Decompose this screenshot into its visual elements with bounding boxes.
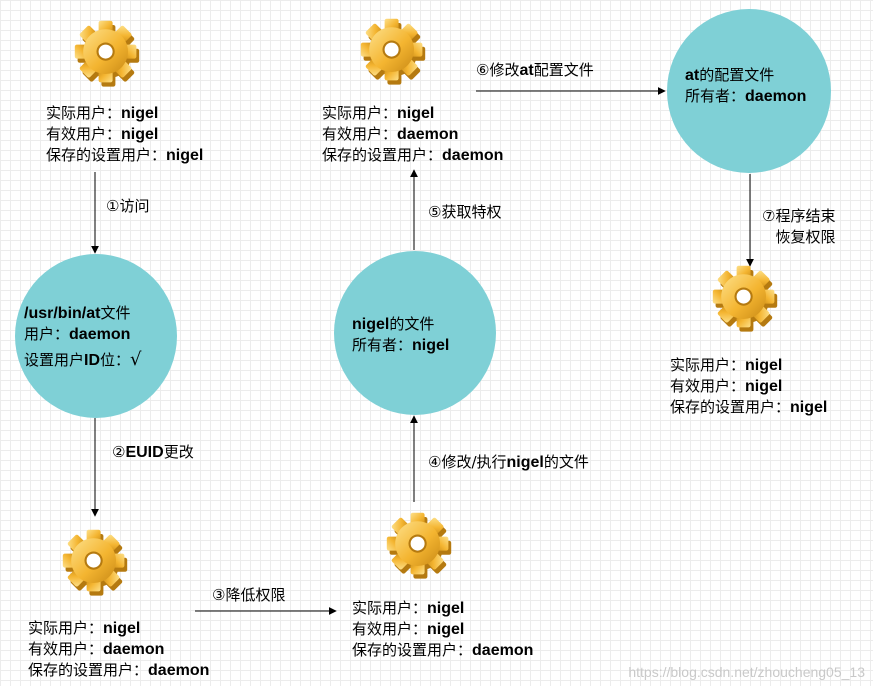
- process-info-1: 实际用户：nigel 有效用户：nigel 保存的设置用户：nigel: [46, 103, 203, 166]
- process-value: nigel: [427, 600, 465, 617]
- file-label: 所有者：: [352, 336, 413, 354]
- process-value: daemon: [397, 126, 459, 143]
- file-label: 所有者：: [685, 87, 746, 105]
- file-owner: daemon: [69, 326, 131, 343]
- process-label: 实际用户：: [46, 104, 122, 122]
- process-label: 保存的设置用户：: [28, 661, 149, 679]
- process-label: 有效用户：: [670, 377, 746, 395]
- process-label: 保存的设置用户：: [46, 146, 167, 164]
- step-label-3: ③降低权限: [212, 586, 286, 604]
- file-path: /usr/bin/at: [24, 305, 101, 322]
- process-value: daemon: [442, 147, 504, 164]
- process-label: 保存的设置用户：: [322, 146, 443, 164]
- file-owner: nigel: [412, 337, 450, 354]
- file-owner: nigel: [352, 316, 390, 333]
- step-label-4: ④修改/执行nigel的文件: [428, 453, 589, 471]
- process-value: nigel: [790, 399, 828, 416]
- process-value: nigel: [745, 378, 783, 395]
- process-info-5: 实际用户：nigel 有效用户：nigel 保存的设置用户：nigel: [670, 355, 827, 418]
- file-circle-at-binary: [15, 254, 177, 418]
- process-label: 保存的设置用户：: [670, 398, 791, 416]
- watermark: https://blog.csdn.net/zhoucheng05_13: [628, 664, 865, 680]
- process-value: nigel: [121, 126, 159, 143]
- process-label: 有效用户：: [352, 620, 428, 638]
- process-value: nigel: [427, 621, 465, 638]
- process-value: daemon: [472, 642, 534, 659]
- gear-icon: [386, 512, 452, 579]
- file-label: 文件: [100, 304, 131, 322]
- check-mark-icon: √: [130, 349, 142, 370]
- step-label-2: ②EUID更改: [112, 443, 194, 461]
- process-label: 有效用户：: [46, 125, 122, 143]
- step-label-6: ⑥修改at配置文件: [476, 61, 594, 79]
- process-info-4: 实际用户：nigel 有效用户：daemon 保存的设置用户：daemon: [322, 103, 503, 166]
- process-value: nigel: [103, 620, 141, 637]
- gear-icon: [74, 20, 140, 87]
- file-label: 设置用户: [24, 351, 85, 369]
- file-info-at-config: at的配置文件 所有者：daemon: [685, 65, 806, 107]
- step-label-1: ①访问: [106, 197, 150, 215]
- step-label-7: ⑦程序结束 恢复权限: [762, 207, 836, 246]
- process-label: 实际用户：: [670, 356, 746, 374]
- process-value: nigel: [397, 105, 435, 122]
- gear-icon: [360, 18, 426, 85]
- gear-icon: [62, 529, 128, 596]
- file-label: 的文件: [389, 315, 435, 333]
- process-info-3: 实际用户：nigel 有效用户：nigel 保存的设置用户：daemon: [352, 598, 533, 661]
- step-label-5: ⑤获取特权: [428, 203, 502, 221]
- file-name: at: [685, 67, 700, 84]
- process-value: nigel: [121, 105, 159, 122]
- file-info-at-binary: /usr/bin/at文件 用户：daemon 设置用户ID位：√: [24, 303, 142, 371]
- process-label: 保存的设置用户：: [352, 641, 473, 659]
- process-value: daemon: [148, 662, 210, 679]
- process-value: daemon: [103, 641, 165, 658]
- process-label: 实际用户：: [352, 599, 428, 617]
- file-label-bold: ID: [84, 352, 101, 369]
- process-label: 实际用户：: [28, 619, 104, 637]
- file-info-nigel: nigel的文件 所有者：nigel: [352, 314, 449, 356]
- process-value: nigel: [166, 147, 204, 164]
- process-label: 有效用户：: [28, 640, 104, 658]
- process-label: 实际用户：: [322, 104, 398, 122]
- file-circle-nigel: [334, 251, 496, 415]
- file-circle-at-config: [667, 9, 831, 173]
- process-label: 有效用户：: [322, 125, 398, 143]
- gear-icon: [712, 265, 778, 332]
- file-label: 用户：: [24, 325, 70, 343]
- process-value: nigel: [745, 357, 783, 374]
- file-owner: daemon: [745, 88, 807, 105]
- process-info-2: 实际用户：nigel 有效用户：daemon 保存的设置用户：daemon: [28, 618, 209, 681]
- file-label: 位：: [100, 351, 131, 369]
- file-label: 的配置文件: [699, 66, 775, 84]
